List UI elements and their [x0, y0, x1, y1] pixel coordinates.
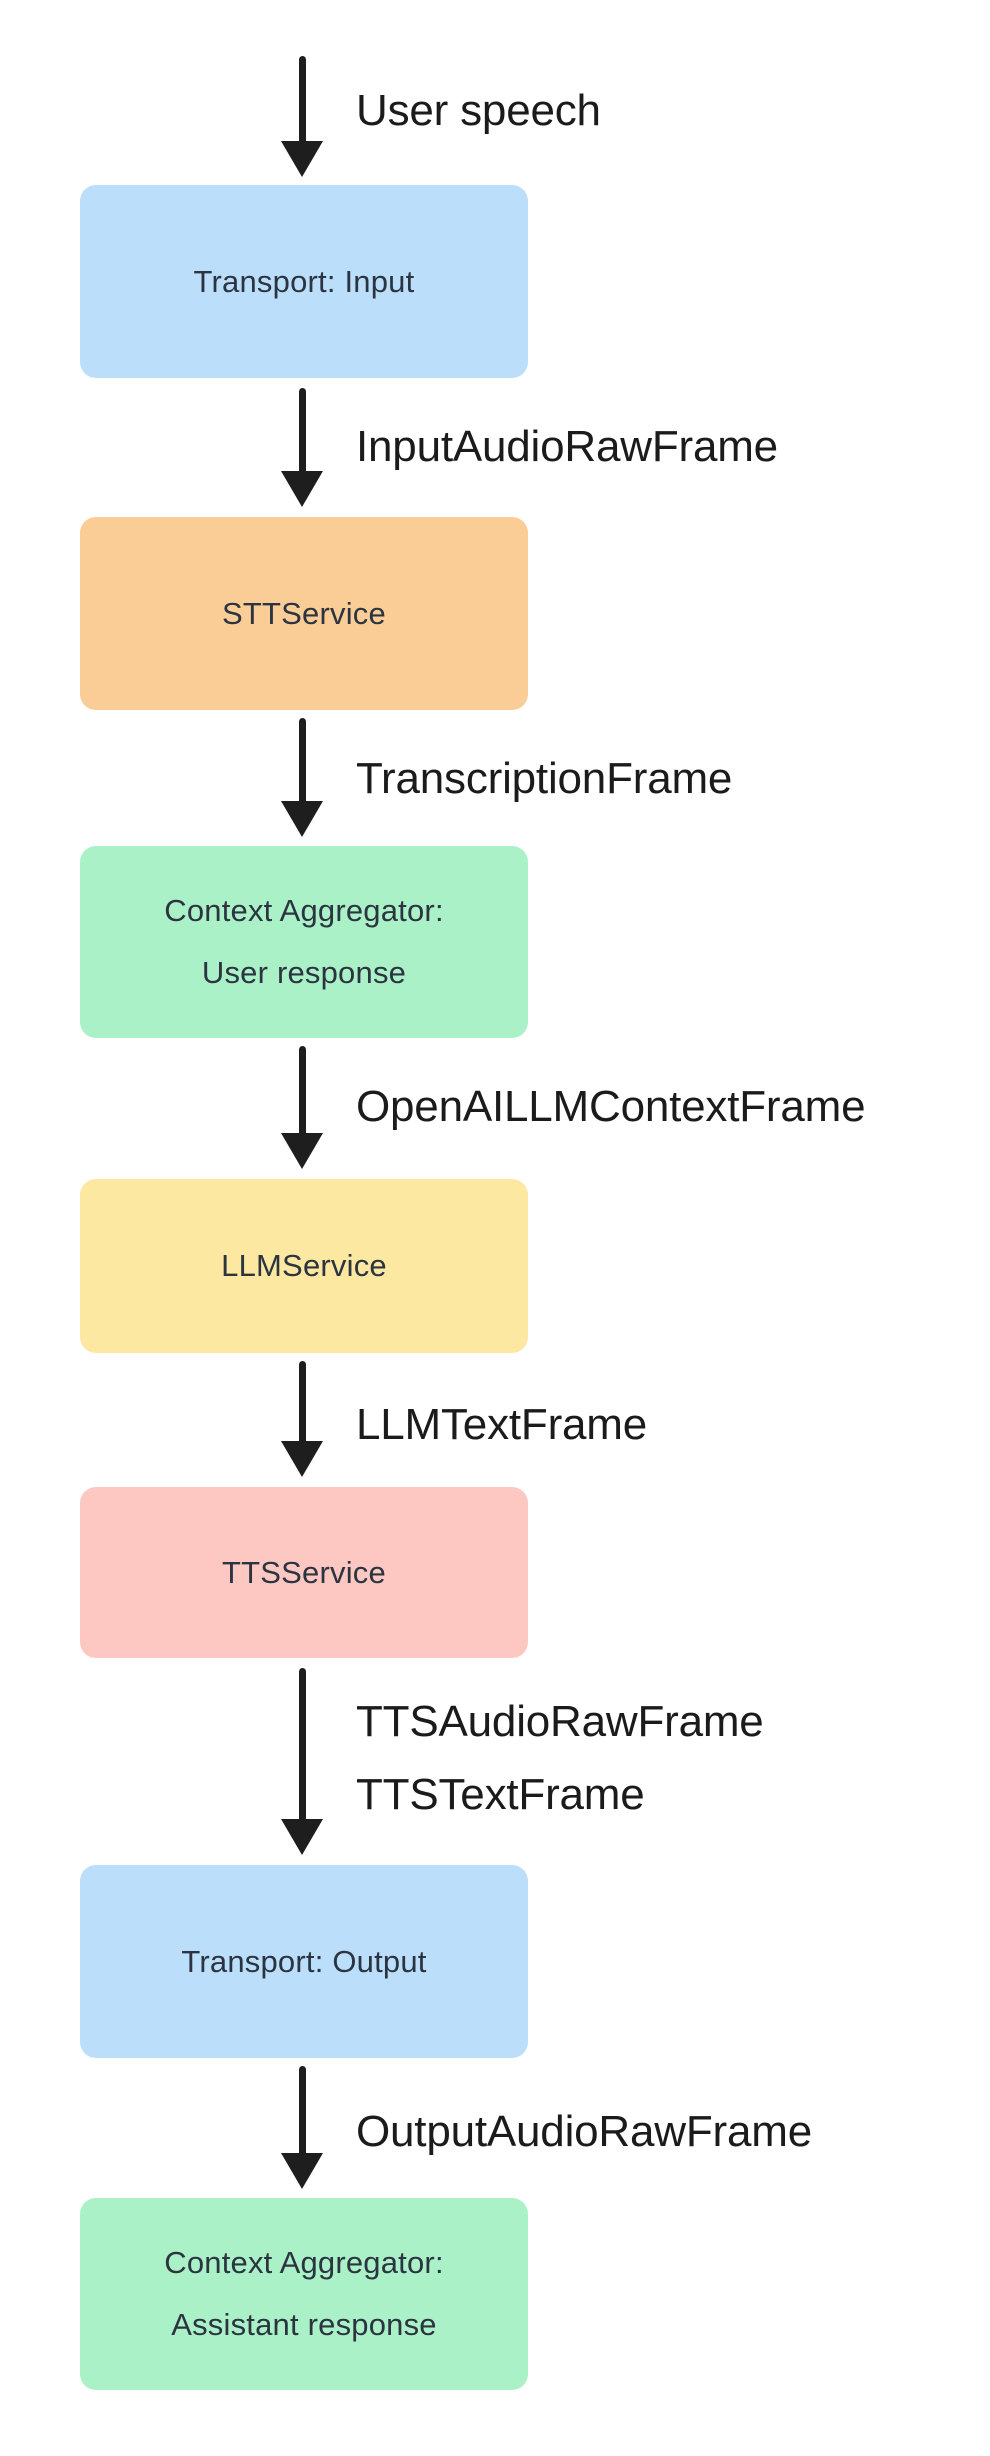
node-transport-output: Transport: Output: [80, 1865, 528, 2058]
node-label: LLMService: [221, 1248, 387, 1283]
node-transport-input: Transport: Input: [80, 185, 528, 378]
node-tts-service: TTSService: [80, 1487, 528, 1658]
flow-arrow-down-icon: [281, 1046, 323, 1169]
node-label: TTSService: [222, 1554, 386, 1590]
node-label: Transport: Output: [181, 1943, 427, 1979]
edge-label-transcription-frame: TranscriptionFrame: [356, 754, 733, 803]
node-label: STTService: [222, 595, 386, 631]
flow-arrow-down-icon: [281, 56, 323, 177]
node-context-aggregator-user: Context Aggregator: User response: [80, 846, 528, 1038]
node-label: Transport: Input: [193, 263, 415, 299]
flow-arrow-down-icon: [281, 1668, 323, 1855]
flow-arrow-down-icon: [281, 2066, 323, 2189]
edge-label-input-audio-raw-frame: InputAudioRawFrame: [356, 422, 778, 471]
node-label: Context Aggregator: Assistant response: [164, 2245, 444, 2342]
node-stt-service: STTService: [80, 517, 528, 710]
flow-arrow-down-icon: [281, 718, 323, 837]
edge-label-output-audio-raw-frame: OutputAudioRawFrame: [356, 2107, 812, 2156]
flow-arrow-down-icon: [281, 1361, 323, 1477]
node-llm-service: LLMService: [80, 1179, 528, 1353]
node-context-aggregator-assistant: Context Aggregator: Assistant response: [80, 2198, 528, 2390]
edge-label-tts-frames: TTSAudioRawFrame TTSTextFrame: [356, 1697, 764, 1819]
edge-label-user-speech: User speech: [356, 86, 601, 135]
flow-arrow-down-icon: [281, 388, 323, 507]
edge-label-llm-text-frame: LLMTextFrame: [356, 1400, 648, 1449]
edge-label-openai-llm-context-frame: OpenAILLMContextFrame: [356, 1082, 866, 1131]
node-label: Context Aggregator: User response: [164, 893, 444, 990]
